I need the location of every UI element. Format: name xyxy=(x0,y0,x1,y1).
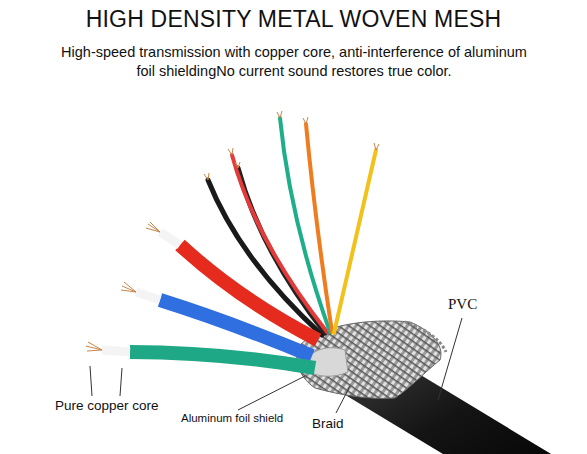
part-label: Aluminum foil shield xyxy=(181,412,283,424)
coax-wires xyxy=(102,232,318,368)
braid-strands xyxy=(405,322,446,352)
title: HIGH DENSITY METAL WOVEN MESH xyxy=(0,6,587,33)
part-label: PVC xyxy=(448,296,477,313)
thin-wires xyxy=(208,118,376,335)
copper-tips xyxy=(204,111,379,180)
part-label: Braid xyxy=(312,416,344,431)
part-label: Pure copper core xyxy=(55,398,159,413)
description: High-speed transmission with copper core… xyxy=(58,43,530,81)
coax-copper xyxy=(86,222,160,351)
